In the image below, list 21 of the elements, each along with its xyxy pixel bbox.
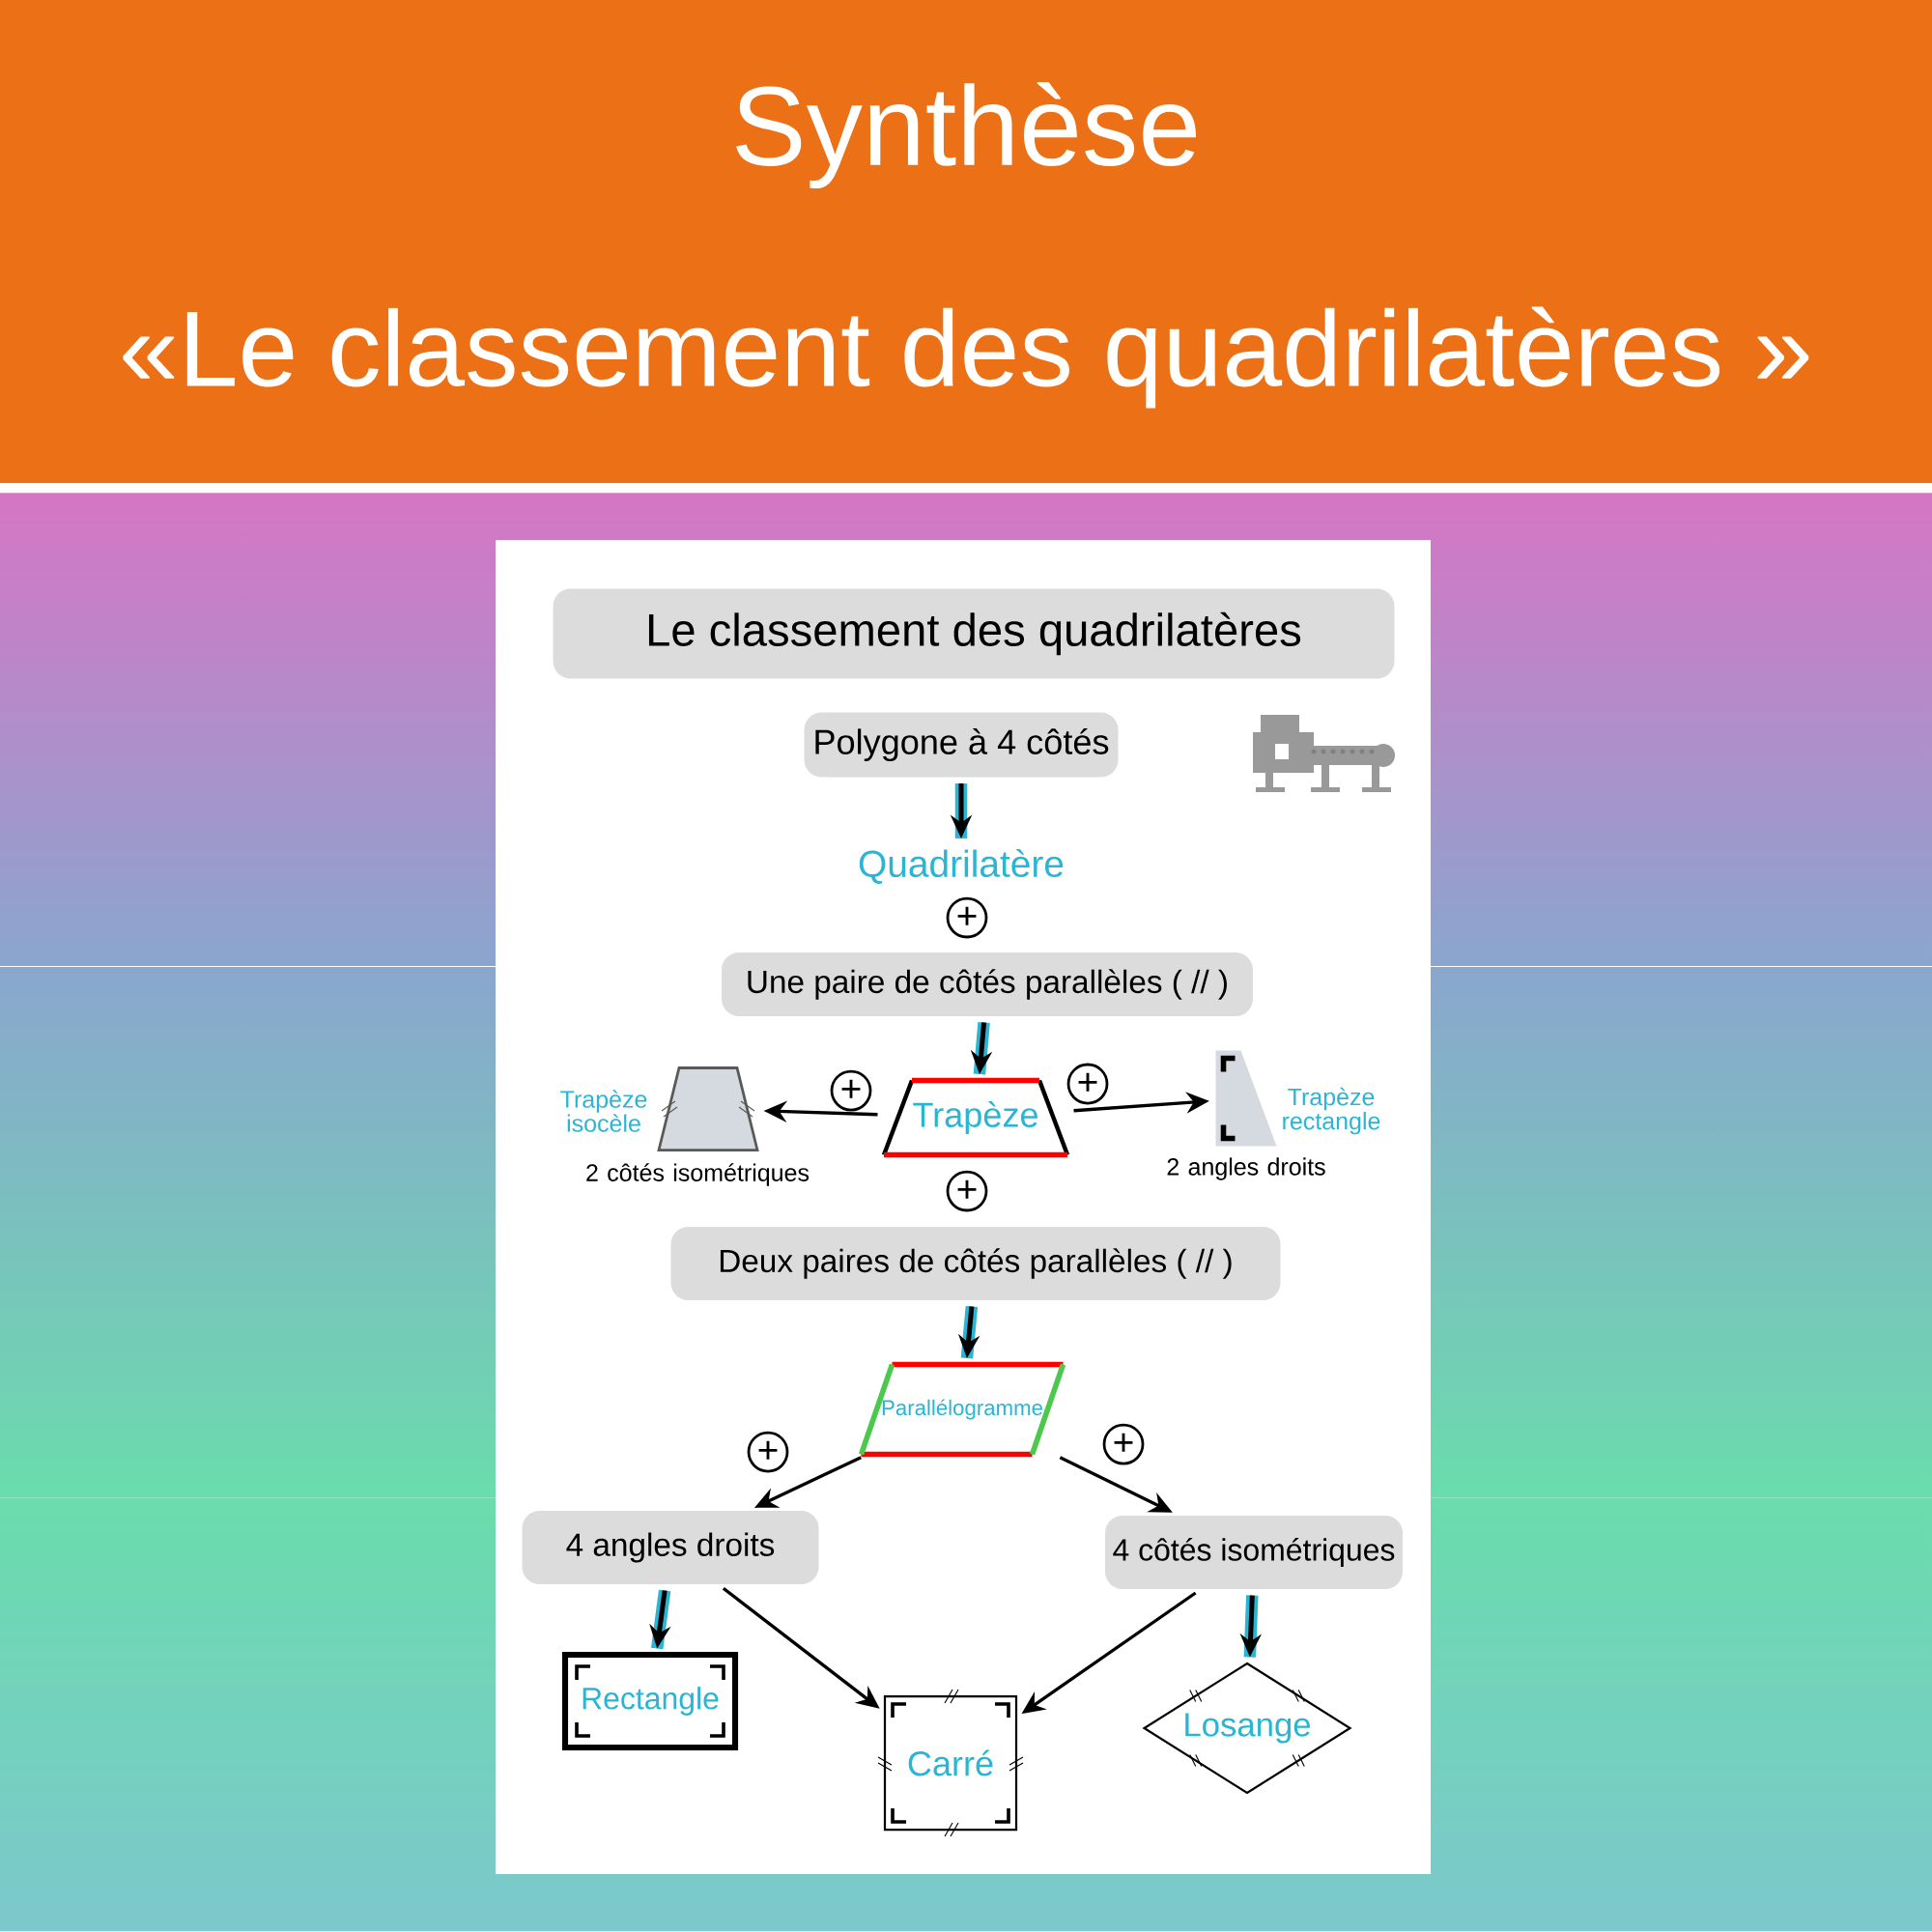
result-label: Quadrilatère — [859, 849, 1064, 884]
process-box: Une paire de côtés parallèles ( // ) — [722, 952, 1253, 1016]
edge-label: + — [1102, 1423, 1145, 1465]
process-box: Deux paires de côtés parallèles ( // ) — [670, 1227, 1281, 1300]
process-box: 4 angles droits — [522, 1511, 819, 1584]
shape-caption: 2 côtés isométriques — [586, 1163, 810, 1186]
process-box: Polygone à 4 côtés — [804, 712, 1119, 778]
subtitle: «Le classement des quadrilatères » — [123, 306, 1809, 409]
title: Synthèse — [736, 81, 1196, 189]
plus-sign: + — [946, 1170, 988, 1212]
edge-label: + — [1066, 1063, 1109, 1105]
process-box: 4 côtés isométriques — [1105, 1516, 1403, 1589]
shape-caption: Trapèze isocèle — [560, 1090, 647, 1132]
shape-caption: Trapèze rectangle — [1283, 1087, 1380, 1135]
edge-label: + — [830, 1069, 872, 1112]
shape-caption: 2 angles droits — [1167, 1157, 1325, 1180]
edge-label: + — [747, 1431, 789, 1473]
heading-box: Le classement des quadrilatères — [553, 588, 1395, 679]
trapezoid-drawing — [657, 1066, 759, 1151]
trapezoid-drawing — [1215, 1050, 1277, 1147]
plus-sign: + — [946, 896, 988, 939]
